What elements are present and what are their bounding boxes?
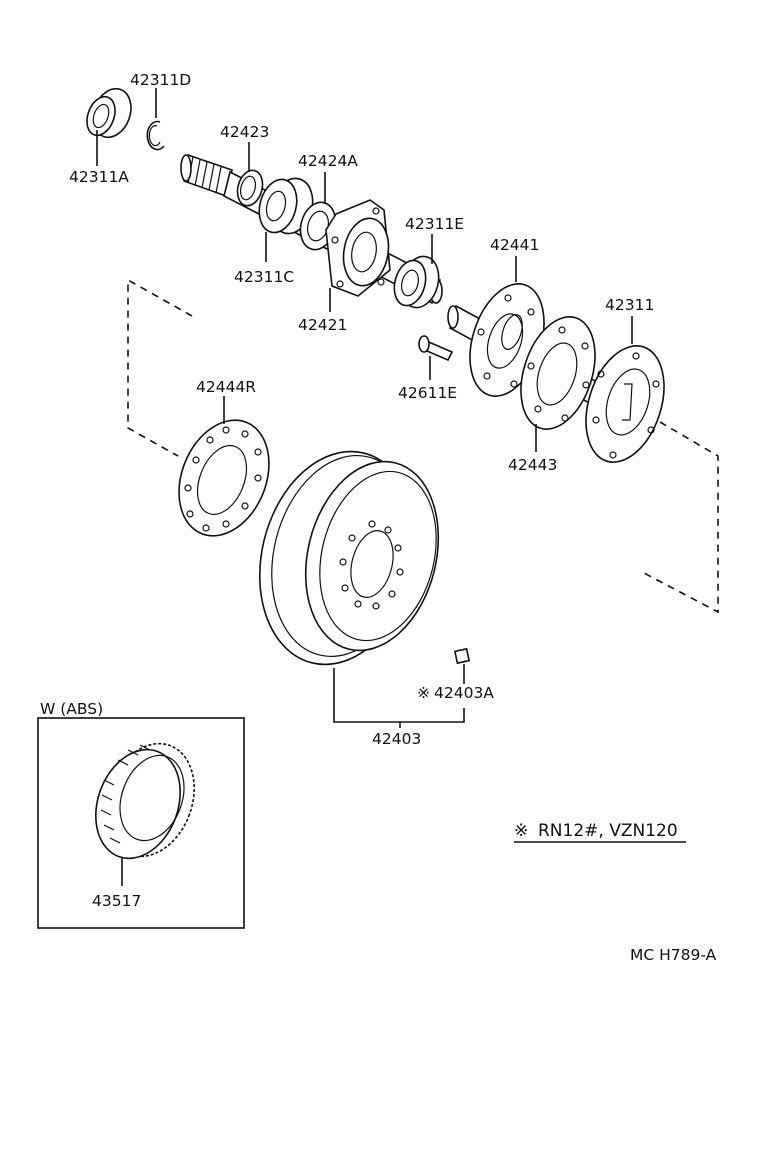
label-42311c: 42311C [234,268,294,286]
note-reference-mark: ※ [514,821,528,841]
label-42311d: 42311D [130,71,191,89]
abs-box-title: W (ABS) [40,700,103,718]
label-42421: 42421 [298,316,347,334]
note-model-codes: RN12#, VZN120 [538,821,678,841]
label-42423: 42423 [220,123,269,141]
oil-seal-42311a [86,87,132,166]
axle-shaft-assembly [180,142,443,312]
gasket-42443 [520,316,596,452]
label-42611e: 42611E [398,384,457,402]
hub-bolt-42611e [418,335,454,380]
label-42444r: 42444R [196,378,256,396]
label-42443: 42443 [508,456,557,474]
reference-mark-42403a: ※ [417,684,430,702]
label-43517: 43517 [92,892,141,910]
alignment-dashed-lines [127,278,719,614]
abs-section-box [37,717,245,929]
label-42424a: 42424A [298,152,358,170]
label-42403a: 42403A [434,684,494,702]
label-42311e: 42311E [405,215,464,233]
label-42311a: 42311A [69,168,129,186]
plate-42311 [585,316,665,463]
snap-ring-42311d [146,88,165,151]
hole-plug-42403a [453,647,471,684]
label-42311: 42311 [605,296,654,314]
label-42403: 42403 [372,730,421,748]
label-42441: 42441 [490,236,539,254]
brake-drum-42403 [258,450,465,728]
abs-sensor-rotor-43517 [95,742,195,886]
gasket-42444r [178,396,270,537]
drawing-code: MC H789-A [630,946,717,964]
